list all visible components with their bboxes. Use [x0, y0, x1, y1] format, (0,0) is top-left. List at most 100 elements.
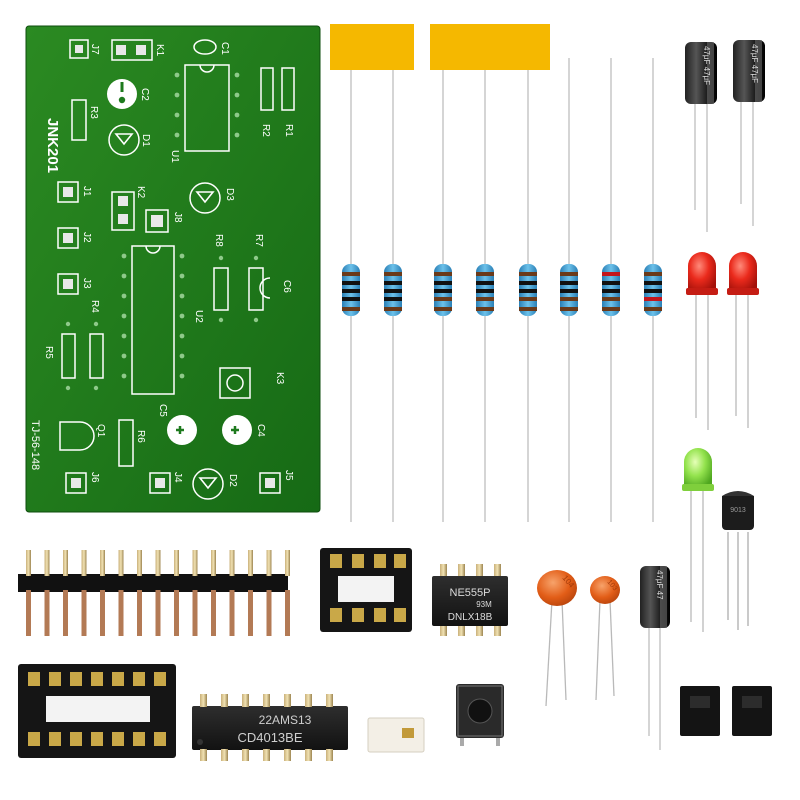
ic-pin [305, 694, 312, 707]
socket-contact [28, 732, 40, 746]
silk-label-j2: J2 [81, 232, 92, 243]
resistor-strip [330, 24, 662, 522]
pcb-board: JNK201 TJ-56-148 J7 K1 C1 U1 R2 R1 C2 [25, 25, 321, 513]
socket-contact [91, 732, 103, 746]
red-led [727, 252, 759, 428]
silk-label-k2: K2 [135, 186, 146, 199]
silk-label-u2: U2 [193, 310, 204, 323]
ic-pin [305, 749, 312, 761]
resistor [560, 264, 578, 316]
ic-cd4013: 22AMS13 CD4013BE [192, 694, 348, 761]
resistor [434, 264, 452, 316]
ic-pin [242, 694, 249, 707]
ic-pin [263, 694, 270, 707]
ic-pin [284, 749, 291, 761]
tactile-switch [456, 684, 504, 746]
header-pin [248, 590, 253, 636]
transistor: 9013 [722, 491, 754, 630]
capacitor-marking: 47μF 47μF [750, 44, 759, 83]
silk-label-j5: J5 [283, 470, 294, 481]
silk-label-j3: J3 [81, 278, 92, 289]
header-pin [155, 550, 161, 576]
silk-label-j4: J4 [172, 472, 183, 483]
header-pin [44, 590, 50, 636]
pcb-board-code: TJ-56-148 [29, 420, 41, 470]
socket-contact [133, 672, 145, 686]
silk-label-d1: D1 [140, 134, 151, 147]
electrolytic-capacitor: 47μF 47 [640, 566, 670, 750]
ic-pin [200, 694, 207, 707]
ic-555-lot: 93M [476, 600, 492, 609]
silk-label-r3: R3 [88, 106, 99, 119]
silk-label-d3: D3 [224, 188, 235, 201]
header-pin [192, 590, 198, 636]
resistor [384, 264, 402, 316]
header-pin [26, 590, 31, 636]
silk-label-q1: Q1 [95, 424, 106, 438]
header-pin [192, 550, 198, 576]
header-pin [285, 550, 290, 576]
header-pin [26, 550, 31, 576]
silk-label-d2: D2 [227, 474, 238, 487]
ic-pin [221, 694, 228, 707]
header-pin [266, 550, 272, 576]
header-pin [137, 590, 142, 636]
resistor [644, 264, 662, 316]
header-pin [100, 590, 105, 636]
header-pin [155, 590, 161, 636]
socket-contact [49, 672, 61, 686]
socket-contact [154, 732, 166, 746]
socket-contact [70, 732, 82, 746]
ic-555-code: DNLX18B [448, 612, 493, 623]
header-pin [81, 590, 87, 636]
silk-label-c5: C5 [157, 404, 168, 417]
resistor [342, 264, 360, 316]
ic-4013-lot: 22AMS13 [259, 713, 312, 727]
silk-label-r8: R8 [213, 234, 224, 247]
silk-label-k1: K1 [154, 44, 165, 57]
header-pin [100, 550, 105, 576]
silk-label-r7: R7 [253, 234, 264, 247]
silk-label-r1: R1 [283, 124, 294, 137]
header-pin [63, 590, 68, 636]
silk-label-c4: C4 [255, 424, 266, 437]
green-led [682, 448, 714, 632]
red-led [686, 252, 718, 430]
socket-contact [133, 732, 145, 746]
header-pin [229, 590, 235, 636]
silk-label-j8: J8 [172, 212, 183, 223]
socket-contact [112, 732, 124, 746]
header-pin [118, 550, 124, 576]
header-pin [211, 550, 216, 576]
capacitor-marking: 47μF 47 [655, 570, 664, 600]
header-pin [229, 550, 235, 576]
ic-pin [284, 694, 291, 707]
silk-label-r2: R2 [260, 124, 271, 137]
silk-label-r6: R6 [135, 430, 146, 443]
ic-socket-8pin [320, 548, 412, 632]
transistor-marking: 9013 [730, 507, 746, 514]
ic-pin [263, 749, 270, 761]
silk-label-j7: J7 [89, 44, 100, 55]
jumper-cap [680, 686, 720, 736]
ic-ne555: NE555P 93M DNLX18B [432, 564, 508, 636]
silk-label-c1: C1 [219, 42, 230, 55]
capacitor-marking: 47μF 47μF [702, 46, 711, 85]
header-pin [285, 590, 290, 636]
socket-contact [70, 672, 82, 686]
ic-4013-marking: CD4013BE [237, 730, 302, 745]
header-pin [174, 550, 179, 576]
ic-555-marking: NE555P [450, 587, 491, 599]
header-pin [266, 590, 272, 636]
silk-label-c2: C2 [139, 88, 150, 101]
electrolytic-capacitor: 47μF 47μF [733, 40, 765, 226]
socket-contact [91, 672, 103, 686]
silk-label-r4: R4 [89, 300, 100, 313]
header-pin [137, 550, 142, 576]
ic-pin [326, 749, 333, 761]
ic-pin [221, 749, 228, 761]
header-pin [44, 550, 50, 576]
socket-contact [28, 672, 40, 686]
resistor [519, 264, 537, 316]
